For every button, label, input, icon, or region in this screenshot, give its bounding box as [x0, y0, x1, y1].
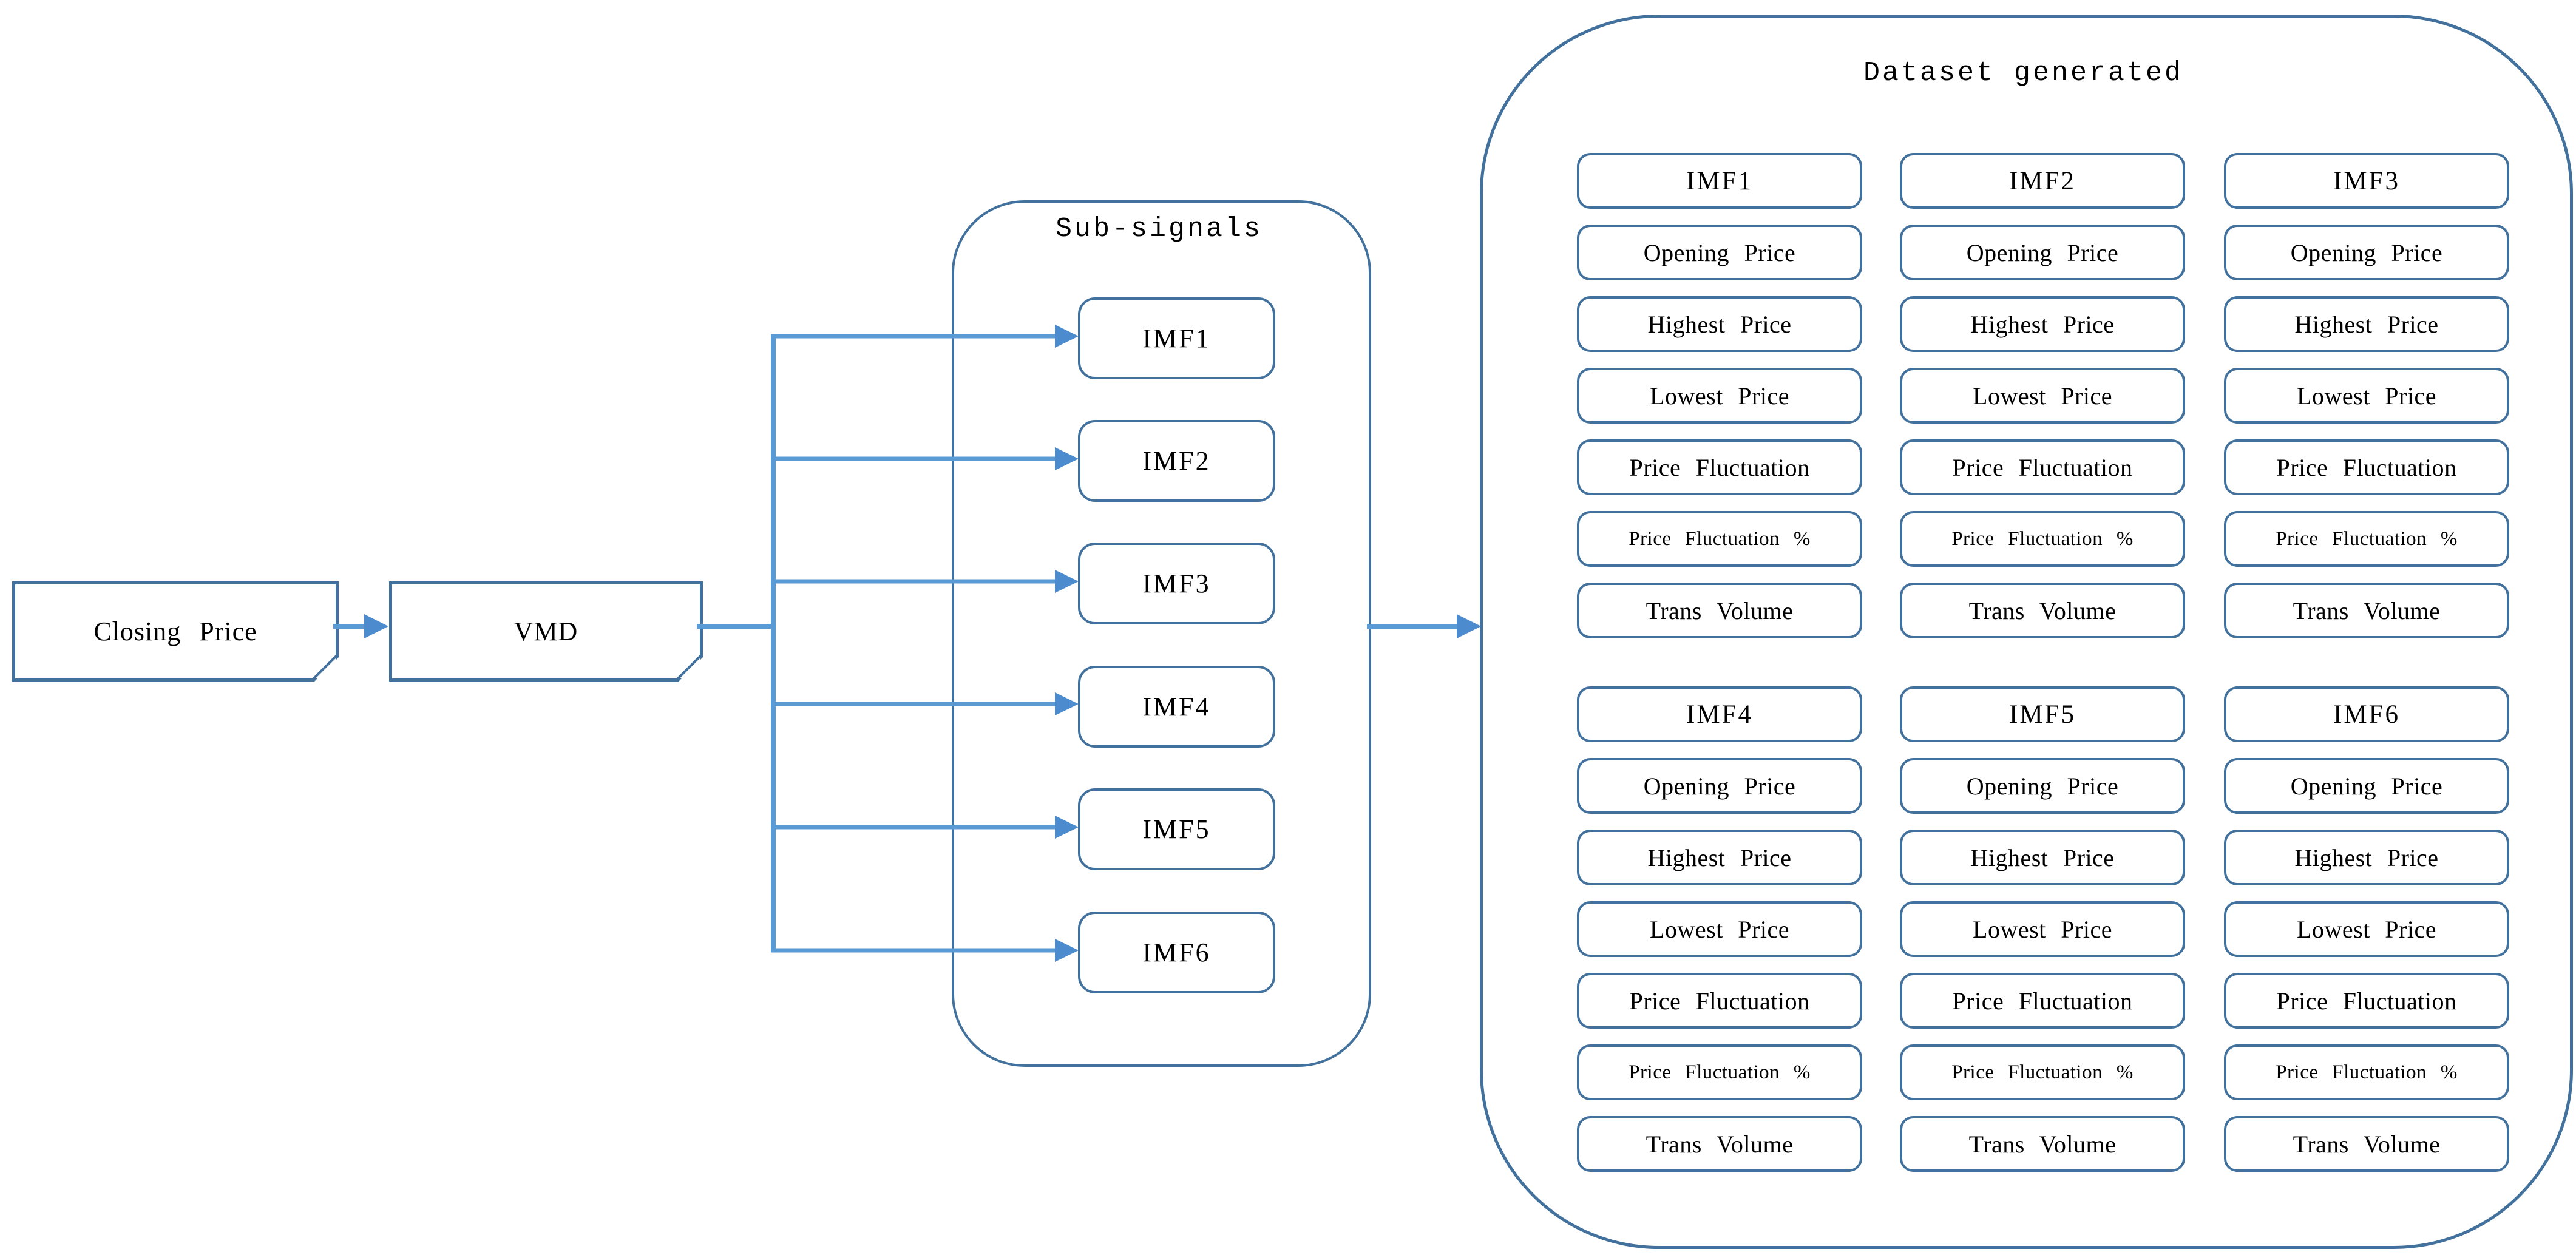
closing-price-label: Closing Price: [93, 617, 257, 646]
group-header: IMF3: [2224, 153, 2509, 209]
subsignal-imf5-box: IMF5: [1078, 788, 1275, 870]
dataset-group-imf3: IMF3 Opening Price Highest Price Lowest …: [2224, 153, 2509, 638]
feature-cell: Price Fluctuation %: [2224, 1044, 2509, 1100]
feature-cell: Price Fluctuation %: [1577, 1044, 1862, 1100]
feature-cell: Lowest Price: [1577, 901, 1862, 957]
group-header: IMF5: [1900, 686, 2185, 742]
subsignal-imf6-box: IMF6: [1078, 912, 1275, 993]
subsignals-title: Sub-signals: [1055, 214, 1263, 245]
feature-cell: Price Fluctuation: [1577, 973, 1862, 1029]
group-header: IMF2: [1900, 153, 2185, 209]
feature-cell: Price Fluctuation: [2224, 439, 2509, 495]
feature-cell: Lowest Price: [1900, 901, 2185, 957]
feature-cell: Price Fluctuation %: [1900, 511, 2185, 567]
feature-cell: Opening Price: [1900, 225, 2185, 280]
feature-cell: Trans Volume: [1900, 583, 2185, 638]
feature-cell: Lowest Price: [1577, 368, 1862, 424]
feature-cell: Lowest Price: [2224, 368, 2509, 424]
feature-cell: Highest Price: [1900, 830, 2185, 885]
feature-cell: Price Fluctuation: [2224, 973, 2509, 1029]
subsignal-imf2-box: IMF2: [1078, 420, 1275, 502]
subsignals-to-dataset-arrowhead-icon: [1457, 614, 1481, 638]
dataset-group-imf5: IMF5 Opening Price Highest Price Lowest …: [1900, 686, 2185, 1172]
feature-cell: Price Fluctuation %: [1577, 511, 1862, 567]
subsignal-imf1-box: IMF1: [1078, 297, 1275, 379]
feature-cell: Trans Volume: [2224, 583, 2509, 638]
feature-cell: Lowest Price: [1900, 368, 2185, 424]
vmd-label: VMD: [514, 617, 578, 646]
feature-cell: Price Fluctuation %: [1900, 1044, 2185, 1100]
feature-cell: Trans Volume: [2224, 1116, 2509, 1172]
dataset-group-imf1: IMF1 Opening Price Highest Price Lowest …: [1577, 153, 1862, 638]
dataset-title: Dataset generated: [1863, 58, 2184, 89]
feature-cell: Trans Volume: [1900, 1116, 2185, 1172]
group-header: IMF1: [1577, 153, 1862, 209]
feature-cell: Price Fluctuation: [1900, 973, 2185, 1029]
vmd-node: VMD: [389, 581, 703, 682]
feature-cell: Trans Volume: [1577, 1116, 1862, 1172]
feature-cell: Highest Price: [1577, 830, 1862, 885]
feature-cell: Price Fluctuation %: [2224, 511, 2509, 567]
feature-cell: Price Fluctuation: [1900, 439, 2185, 495]
feature-cell: Price Fluctuation: [1577, 439, 1862, 495]
dataset-group-imf2: IMF2 Opening Price Highest Price Lowest …: [1900, 153, 2185, 638]
closing-price-node: Closing Price: [12, 581, 339, 682]
feature-cell: Highest Price: [1900, 296, 2185, 352]
feature-cell: Opening Price: [2224, 225, 2509, 280]
feature-cell: Opening Price: [1577, 758, 1862, 814]
group-header: IMF6: [2224, 686, 2509, 742]
group-header: IMF4: [1577, 686, 1862, 742]
subsignal-imf3-box: IMF3: [1078, 543, 1275, 624]
feature-cell: Highest Price: [2224, 296, 2509, 352]
feature-cell: Highest Price: [1577, 296, 1862, 352]
feature-cell: Lowest Price: [2224, 901, 2509, 957]
feature-cell: Opening Price: [2224, 758, 2509, 814]
feature-cell: Trans Volume: [1577, 583, 1862, 638]
dataset-group-imf6: IMF6 Opening Price Highest Price Lowest …: [2224, 686, 2509, 1172]
closing-to-vmd-arrowhead-icon: [364, 614, 388, 638]
subsignal-imf4-box: IMF4: [1078, 666, 1275, 748]
dataset-group-imf4: IMF4 Opening Price Highest Price Lowest …: [1577, 686, 1862, 1172]
feature-cell: Opening Price: [1577, 225, 1862, 280]
feature-cell: Opening Price: [1900, 758, 2185, 814]
feature-cell: Highest Price: [2224, 830, 2509, 885]
